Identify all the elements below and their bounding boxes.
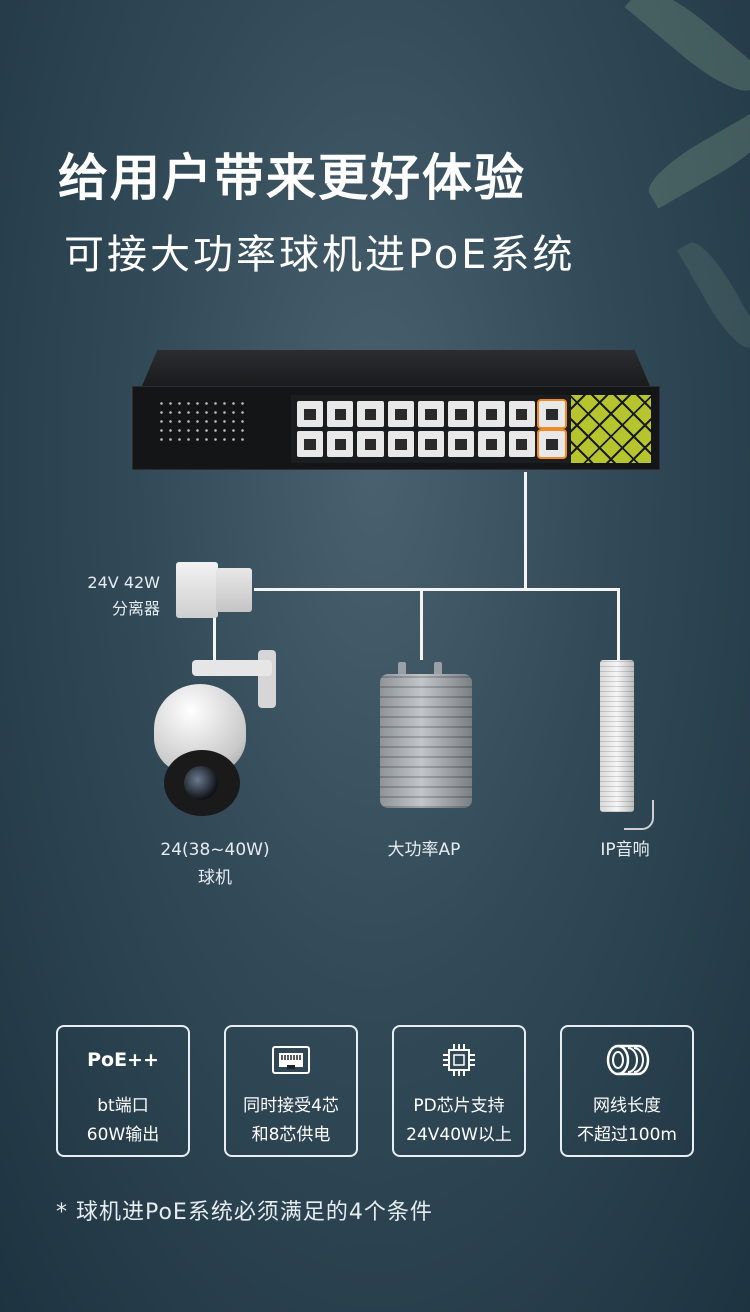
chip-icon — [443, 1044, 475, 1076]
switch-front-panel — [132, 386, 660, 470]
speaker-cable — [624, 800, 654, 830]
feature-line1: 同时接受4芯 — [243, 1096, 339, 1116]
splitter-name: 分离器 — [111, 599, 160, 618]
switch-top-panel — [142, 350, 650, 386]
camera-mount — [258, 650, 276, 708]
cable-coil-icon — [606, 1044, 650, 1076]
ap-label: 大功率AP — [387, 840, 461, 860]
ethernet-port — [508, 431, 535, 457]
access-point-image — [374, 662, 478, 812]
decorative-leaf — [677, 235, 750, 355]
ethernet-port — [357, 431, 384, 457]
feature-line2: 和8芯供电 — [251, 1125, 331, 1145]
ap-body — [380, 674, 472, 808]
splitter-spec: 24V 42W — [87, 573, 160, 592]
ethernet-port — [448, 431, 475, 457]
camera-name: 球机 — [198, 868, 232, 888]
ethernet-port — [478, 401, 505, 427]
ethernet-port — [478, 431, 505, 457]
poe-switch-image — [132, 350, 660, 470]
feature-cable-length: 网线长度 不超过100m — [560, 1025, 694, 1157]
feature-head: PoE++ — [58, 1045, 188, 1075]
ethernet-port — [387, 431, 414, 457]
splitter-body — [216, 568, 252, 612]
decorative-leaf — [640, 107, 750, 209]
ap-antenna — [434, 662, 442, 678]
status-leds — [157, 399, 245, 447]
footnote: * 球机进PoE系统必须满足的4个条件 — [56, 1200, 433, 1225]
connection-line — [254, 588, 620, 591]
ethernet-port — [297, 401, 324, 427]
ap-antenna — [398, 662, 406, 678]
page-title: 给用户带来更好体验 — [58, 149, 526, 207]
feature-line2: 不超过100m — [576, 1125, 677, 1145]
switch-accent-panel — [571, 395, 651, 463]
splitter-body — [176, 562, 218, 618]
connection-line — [524, 472, 527, 590]
camera-arm — [192, 660, 272, 676]
feature-power-mode: 同时接受4芯 和8芯供电 — [224, 1025, 358, 1157]
page-subtitle: 可接大功率球机进PoE系统 — [64, 232, 576, 278]
camera-label: 24(38~40W) 球机 — [150, 836, 280, 892]
ptz-camera-image — [150, 650, 280, 830]
feature-line2: 24V40W以上 — [406, 1125, 512, 1145]
camera-lens — [184, 766, 218, 800]
ethernet-port — [327, 401, 354, 427]
decorative-leaf — [624, 0, 750, 104]
ethernet-port — [327, 431, 354, 457]
feature-line1: bt端口 — [97, 1096, 149, 1116]
connection-line — [617, 588, 620, 662]
speaker-body — [600, 660, 634, 812]
feature-line1: 网线长度 — [593, 1096, 661, 1116]
feature-pd-chip: PD芯片支持 24V40W以上 — [392, 1025, 526, 1157]
feature-head — [394, 1044, 524, 1076]
uplink-port — [538, 401, 565, 427]
ethernet-port — [417, 401, 445, 427]
feature-line1: PD芯片支持 — [413, 1096, 505, 1116]
speaker-label: IP音响 — [600, 840, 650, 860]
ethernet-port — [448, 401, 475, 427]
ip-speaker-image — [598, 660, 654, 830]
splitter-label: 24V 42W 分离器 — [87, 570, 160, 622]
feature-head — [562, 1044, 692, 1076]
ethernet-port — [297, 431, 324, 457]
ethernet-ports — [291, 395, 571, 463]
poe-splitter-image — [176, 556, 254, 620]
feature-head — [226, 1045, 356, 1075]
ethernet-port — [417, 431, 445, 457]
connection-line — [213, 616, 216, 664]
ethernet-port-icon — [272, 1046, 310, 1074]
uplink-port — [538, 431, 565, 457]
ethernet-port — [508, 401, 535, 427]
connection-line — [420, 588, 423, 660]
feature-line2: 60W输出 — [86, 1125, 160, 1145]
feature-poe-port: PoE++ bt端口 60W输出 — [56, 1025, 190, 1157]
camera-spec: 24(38~40W) — [160, 840, 270, 860]
ethernet-port — [387, 401, 414, 427]
ethernet-port — [357, 401, 384, 427]
feature-head-text: PoE++ — [87, 1049, 159, 1071]
